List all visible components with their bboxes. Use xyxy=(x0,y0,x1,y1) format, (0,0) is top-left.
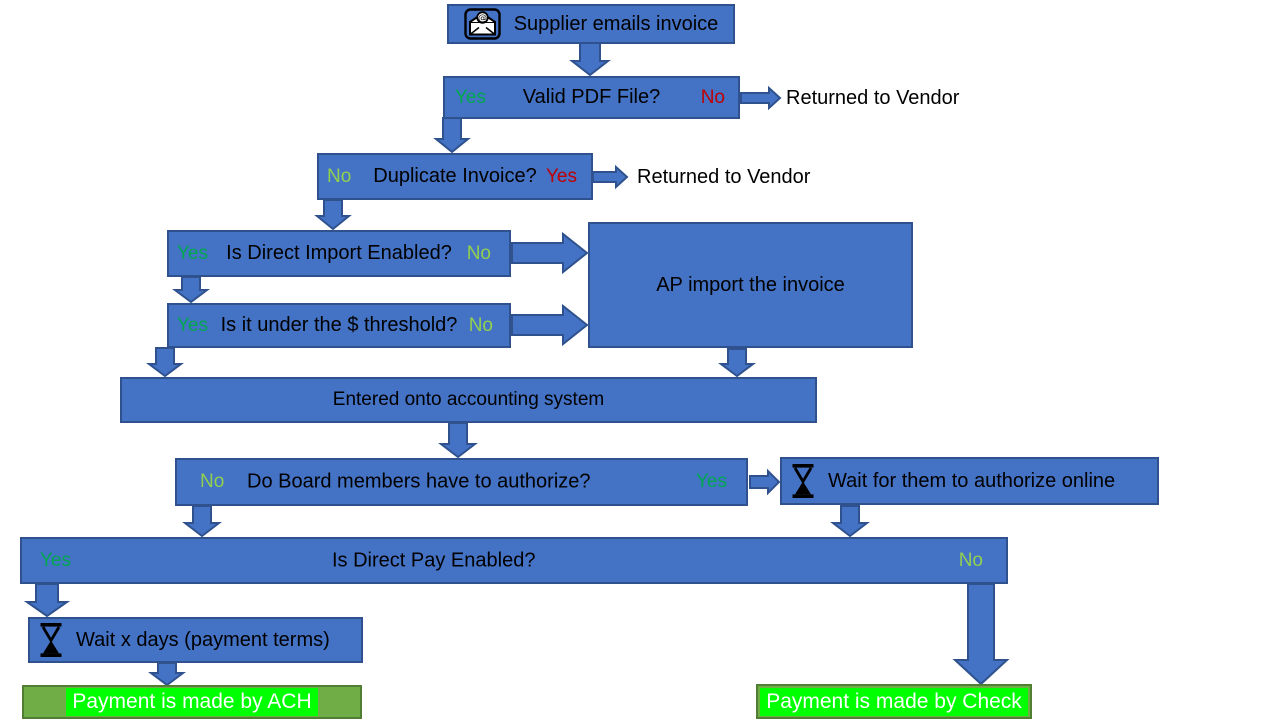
node-payment-ach: Payment is made by ACH xyxy=(22,685,362,719)
node-label: Entered onto accounting system xyxy=(332,389,605,410)
node-label: Payment is made by ACH xyxy=(66,688,318,716)
arrow-threshold-no-right xyxy=(511,303,589,347)
node-direct-pay-enabled: Yes Is Direct Pay Enabled? No xyxy=(20,537,1008,584)
branch-label-yes: Yes xyxy=(455,86,486,108)
node-payment-check: Payment is made by Check xyxy=(756,684,1032,719)
branch-label-yes: Yes xyxy=(40,549,71,571)
node-wait-x-days: Wait x days (payment terms) xyxy=(28,617,363,663)
hourglass-icon xyxy=(39,622,63,658)
branch-label-yes: Yes xyxy=(177,242,208,264)
branch-label-yes: Yes xyxy=(177,314,208,336)
branch-label-no: No xyxy=(327,165,352,187)
label-returned-to-vendor-2: Returned to Vendor xyxy=(637,166,811,188)
arrow-duplicate-no-down xyxy=(314,199,352,231)
node-direct-import-enabled: Yes Is Direct Import Enabled? No xyxy=(167,230,511,277)
arrow-direct-import-yes-down xyxy=(172,276,210,304)
node-duplicate-invoice: No Duplicate Invoice? Yes xyxy=(317,153,593,200)
arrow-threshold-yes-down xyxy=(146,347,184,378)
node-label: Supplier emails invoice xyxy=(513,12,719,35)
node-under-threshold: Yes Is it under the $ threshold? No xyxy=(167,303,511,348)
node-label: Is Direct Import Enabled? xyxy=(226,242,452,264)
arrow-valid-pdf-no-right xyxy=(740,85,782,111)
node-board-authorize: No Do Board members have to authorize? Y… xyxy=(175,458,748,506)
branch-label-yes: Yes xyxy=(546,165,577,187)
node-label: Wait for them to authorize online xyxy=(828,469,1116,492)
arrow-direct-pay-yes-down xyxy=(23,583,71,618)
label-returned-to-vendor-1: Returned to Vendor xyxy=(786,87,960,109)
node-label: Is it under the $ threshold? xyxy=(220,314,458,336)
node-label: Do Board members have to authorize? xyxy=(247,470,591,493)
node-label: Payment is made by Check xyxy=(760,687,1028,716)
arrow-supplier-to-valid-pdf xyxy=(569,42,611,77)
email-icon: @ xyxy=(464,8,501,40)
node-label: Duplicate Invoice? xyxy=(373,165,537,187)
node-label: AP import the invoice xyxy=(656,273,845,296)
arrow-board-yes-right xyxy=(749,468,781,496)
arrow-board-no-down xyxy=(182,505,222,538)
node-label: Valid PDF File? xyxy=(522,86,661,108)
svg-text:@: @ xyxy=(478,14,487,24)
branch-label-no: No xyxy=(468,314,493,336)
arrow-ap-import-down xyxy=(718,348,756,378)
arrow-entered-down xyxy=(438,422,478,459)
node-valid-pdf: Yes Valid PDF File? No xyxy=(443,76,740,119)
node-label: Wait x days (payment terms) xyxy=(76,628,330,651)
node-ap-import-invoice: AP import the invoice xyxy=(588,222,913,348)
branch-label-yes: Yes xyxy=(696,471,727,492)
node-entered-accounting-system: Entered onto accounting system xyxy=(120,377,817,423)
arrow-direct-import-no-right xyxy=(511,231,589,275)
arrow-wait-auth-down xyxy=(830,505,870,538)
node-wait-authorize-online: Wait for them to authorize online xyxy=(780,457,1159,505)
hourglass-icon xyxy=(791,463,815,499)
branch-label-no: No xyxy=(466,242,491,264)
branch-label-no: No xyxy=(200,471,225,492)
arrow-wait-days-down xyxy=(148,662,186,687)
arrow-duplicate-yes-right xyxy=(592,164,629,190)
arrow-direct-pay-no-down xyxy=(952,583,1010,686)
node-label: Is Direct Pay Enabled? xyxy=(332,549,536,571)
arrow-valid-pdf-yes-down xyxy=(433,117,471,154)
node-supplier-emails-invoice: @ Supplier emails invoice xyxy=(447,4,735,44)
branch-label-no: No xyxy=(700,86,725,108)
branch-label-no: No xyxy=(958,549,983,571)
